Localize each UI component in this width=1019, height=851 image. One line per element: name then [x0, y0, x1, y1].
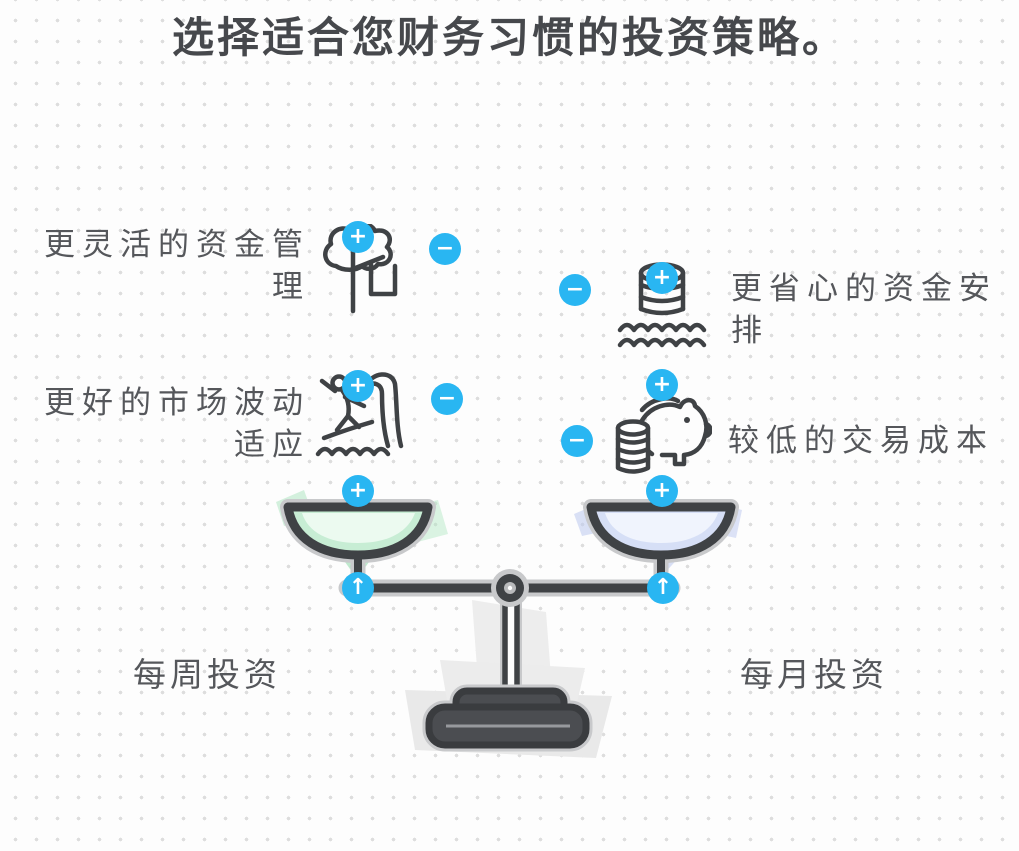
right-pan	[586, 502, 736, 560]
minus-badge-piggy: −	[561, 425, 593, 457]
right-feature-worryfree-label: 更省心的资金安排	[731, 271, 997, 348]
piggy-bank-coins-icon	[610, 392, 712, 484]
weekly-invest-label: 每周投资	[133, 658, 281, 694]
plus-badge-tree: +	[342, 221, 374, 253]
minus-badge-coins: −	[559, 274, 591, 306]
scale-pivot	[491, 569, 529, 607]
plus-badge-piggy: +	[646, 369, 678, 401]
right-feature-lowcost-label: 较低的交易成本	[728, 423, 994, 458]
coins-on-water-icon	[617, 260, 707, 352]
plus-badge-right-pan: +	[646, 475, 678, 507]
left-feature-volatility-label: 更好的市场波动适应	[44, 385, 310, 462]
up-arrow-badge-left-beam: ↑	[342, 572, 374, 604]
monthly-invest-label: 每月投资	[740, 658, 888, 694]
plus-badge-coins: +	[646, 262, 678, 294]
minus-badge-tree: −	[429, 233, 461, 265]
up-arrow-badge-right-beam: ↑	[647, 572, 679, 604]
diagram-title: 选择适合您财务习惯的投资策略。	[171, 16, 847, 62]
minus-badge-surfer: −	[431, 383, 463, 415]
scale-post	[502, 597, 520, 703]
scale-base	[422, 684, 593, 752]
plus-badge-left-pan: +	[342, 475, 374, 507]
plus-badge-surfer: +	[342, 370, 374, 402]
left-pan	[283, 502, 433, 560]
left-feature-flexible-funds-label: 更灵活的资金管理	[44, 227, 310, 304]
